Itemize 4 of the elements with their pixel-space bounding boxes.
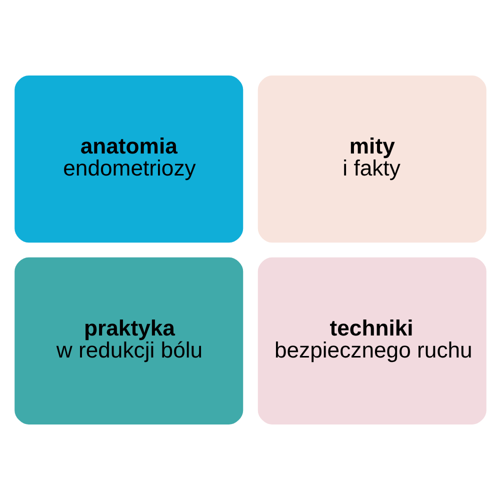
node-box: techniki bezpiecznego ruchu <box>256 256 488 426</box>
node-box: mity i fakty <box>256 74 488 244</box>
node-box: anatomia endometriozy <box>12 74 244 244</box>
node-box: praktyka w redukcji bólu <box>12 256 244 426</box>
